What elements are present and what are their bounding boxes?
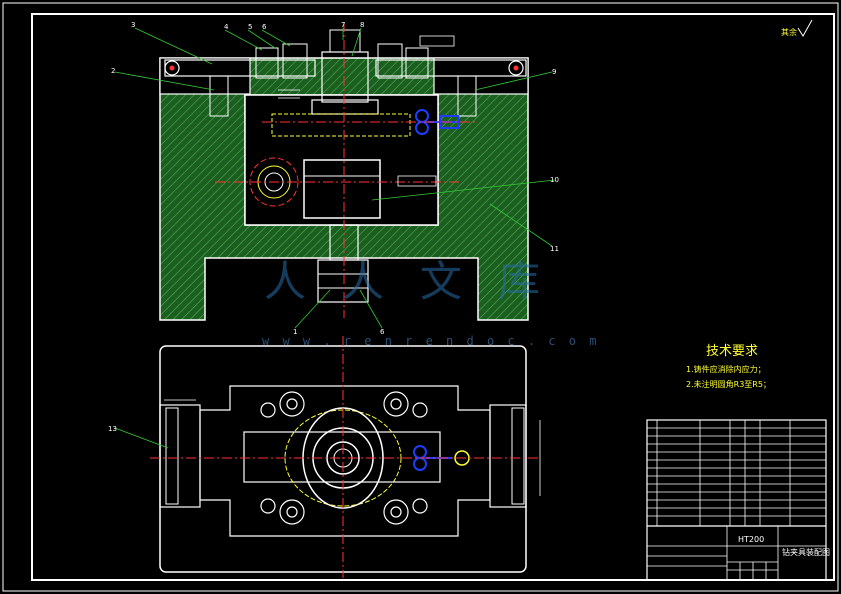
tech-requirements-title: 技术要求 [706, 344, 759, 359]
callout-6b: 6 [380, 328, 385, 336]
inner-frame [31, 13, 835, 581]
callout-8: 8 [360, 21, 364, 29]
callout-9: 9 [552, 68, 556, 76]
tech-requirement-1: 1.铸件应消除内应力； [686, 365, 766, 374]
callout-4: 4 [224, 23, 229, 31]
callout-13: 13 [108, 425, 117, 433]
callout-7: 7 [341, 21, 345, 29]
title-block [646, 419, 827, 581]
callout-11: 11 [550, 245, 559, 253]
callout-5: 5 [248, 23, 252, 31]
watermark-char-2: 人 [342, 257, 421, 306]
watermark-logo: 人人文库 [264, 248, 576, 309]
watermark-url: w w w . r e n r e n d o c . c o m [262, 334, 600, 348]
front-view [159, 22, 529, 321]
watermark-char-3: 文 [420, 257, 499, 306]
material-label: HT200 [738, 535, 764, 544]
callout-10: 10 [550, 176, 559, 184]
watermark-char-4: 库 [498, 257, 577, 306]
callouts-front: 3 4 5 6 7 8 2 9 10 11 1 6 [111, 21, 559, 336]
callout-2: 2 [111, 67, 115, 75]
top-view: 13 [108, 336, 541, 578]
callout-6: 6 [262, 23, 267, 31]
callout-1: 1 [293, 328, 297, 336]
leaders-front [114, 27, 556, 329]
drawing-name: 钻夹具装配图 [782, 547, 830, 557]
roughness-label: 其余 [781, 27, 797, 37]
callout-3: 3 [131, 21, 135, 29]
watermark-char-1: 人 [264, 257, 343, 306]
roughness-symbol: 其余 [781, 19, 813, 37]
tech-requirement-2: 2.未注明圆角R3至R5； [686, 380, 771, 389]
